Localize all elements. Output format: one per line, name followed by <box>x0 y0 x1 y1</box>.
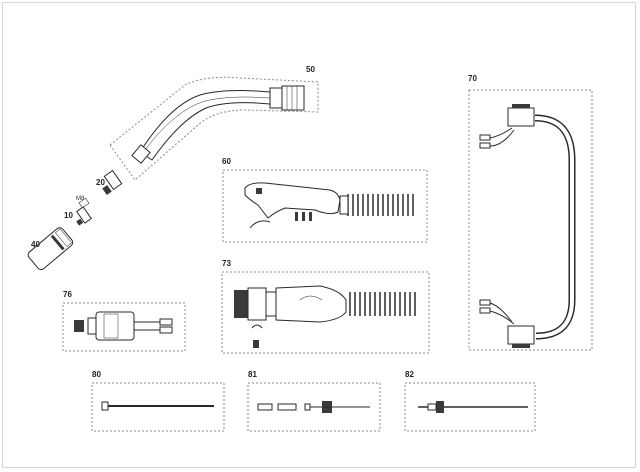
part-label-82: 82 <box>405 370 414 379</box>
part-label-76: 76 <box>63 290 72 299</box>
part-label-81: 81 <box>248 370 257 379</box>
neck-tip-thread <box>131 144 151 164</box>
part-label-60: 60 <box>222 157 231 166</box>
connector-front <box>234 290 248 318</box>
part-label-50: 50 <box>306 65 315 74</box>
sheet-border <box>2 2 636 468</box>
cable-leads-top <box>479 127 515 149</box>
connector-body <box>275 285 347 323</box>
handle-group-outline <box>222 169 428 243</box>
cable-loop <box>534 114 576 340</box>
part-label-20: 20 <box>96 178 105 187</box>
neck-group-outline <box>109 76 319 181</box>
handle-screws <box>295 212 312 221</box>
cable-leads-bottom <box>479 299 515 325</box>
part-label-40: 40 <box>31 240 40 249</box>
neck-connector-nut <box>269 87 283 109</box>
part-label-80: 80 <box>92 370 101 379</box>
liner-group-outline <box>91 382 225 432</box>
part-label-10: 10 <box>64 211 73 220</box>
trigger-piece <box>249 220 271 229</box>
contact-tip-adapter-shape <box>103 169 123 191</box>
neck-end-fitting <box>281 85 305 111</box>
cable-group-outline <box>468 89 593 351</box>
part-label-73: 73 <box>222 259 231 268</box>
gas-nozzle-shape <box>27 227 74 271</box>
accessory-a-group-outline <box>247 382 381 432</box>
euro-group-outline <box>62 302 186 352</box>
handle-body <box>244 182 341 219</box>
contact-tip-shape <box>76 206 92 224</box>
handle-spring <box>347 194 414 216</box>
accessory-b-group-outline <box>404 382 536 432</box>
connector-spring <box>349 292 416 316</box>
thread-label-m8: M8 <box>76 196 85 202</box>
part-label-70: 70 <box>468 74 477 83</box>
